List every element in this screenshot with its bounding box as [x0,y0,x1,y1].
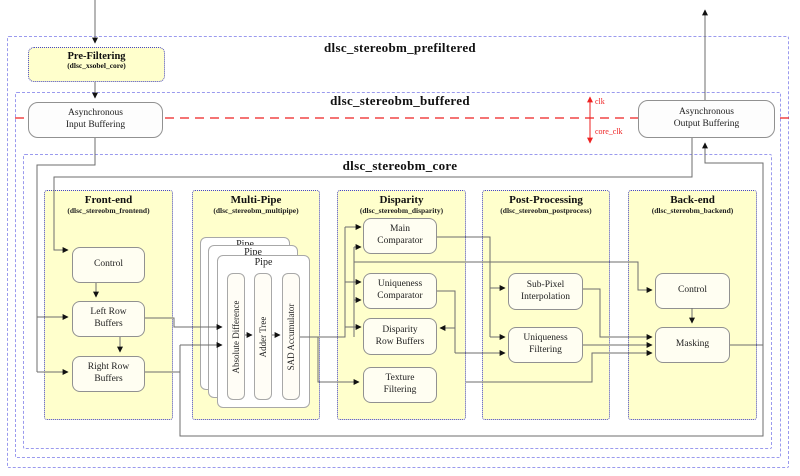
block-frontend-control: Control [72,247,145,283]
panel-subtitle: (dlsc_stereobm_postprocess) [500,206,592,215]
block-async-input-buffering: Asynchronous Input Buffering [28,102,163,138]
block-subpixel-interpolation: Sub-Pixel Interpolation [508,273,583,310]
block-left-row-buffers: Left Row Buffers [72,301,145,337]
block-main-comparator: Main Comparator [363,218,437,254]
block-uniqueness-filtering: Uniqueness Filtering [508,327,583,363]
container-buffered [15,92,781,458]
block-absolute-difference: Absolute Difference [227,273,245,400]
block-right-row-buffers: Right Row Buffers [72,356,145,392]
block-sad-accumulator: SAD Accumulator [282,273,300,400]
pipe-label: Pipe [254,257,273,268]
block-async-output-buffering: Asynchronous Output Buffering [638,100,775,138]
stage-label: SAD Accumulator [286,303,296,370]
block-disparity-row-buffers: Disparity Row Buffers [363,318,437,355]
stage-label: Absolute Difference [231,299,241,374]
block-uniqueness-comparator: Uniqueness Comparator [363,273,437,309]
panel-title: Back-end [670,194,715,206]
block-texture-filtering: Texture Filtering [363,367,437,403]
block-backend-control: Control [655,273,730,309]
block-adder-tree: Adder Tree [254,273,272,400]
block-prefiltering: Pre-Filtering (dlsc_xsobel_core) [28,47,165,82]
block-subtitle: (dlsc_xsobel_core) [67,61,126,70]
panel-title: Front-end [84,194,133,206]
panel-subtitle: (dlsc_stereobm_backend) [651,206,734,215]
block-masking: Masking [655,327,730,363]
panel-title: Disparity [379,194,424,206]
panel-title: Multi-Pipe [230,194,282,206]
panel-subtitle: (dlsc_stereobm_disparity) [359,206,444,215]
container-label-buffered: dlsc_stereobm_buffered [330,93,470,108]
core-clk-label: core_clk [595,127,623,136]
container-label-prefiltered: dlsc_stereobm_prefiltered [324,40,476,55]
container-label-core: dlsc_stereobm_core [342,158,458,173]
clk-label: clk [595,97,605,106]
panel-subtitle: (dlsc_stereobm_multipipe) [213,206,299,215]
container-prefiltered [7,36,789,468]
stage-label: Adder Tree [258,316,268,357]
panel-subtitle: (dlsc_stereobm_frontend) [67,206,150,215]
block-title: Pre-Filtering [67,51,126,62]
panel-title: Post-Processing [509,194,583,206]
